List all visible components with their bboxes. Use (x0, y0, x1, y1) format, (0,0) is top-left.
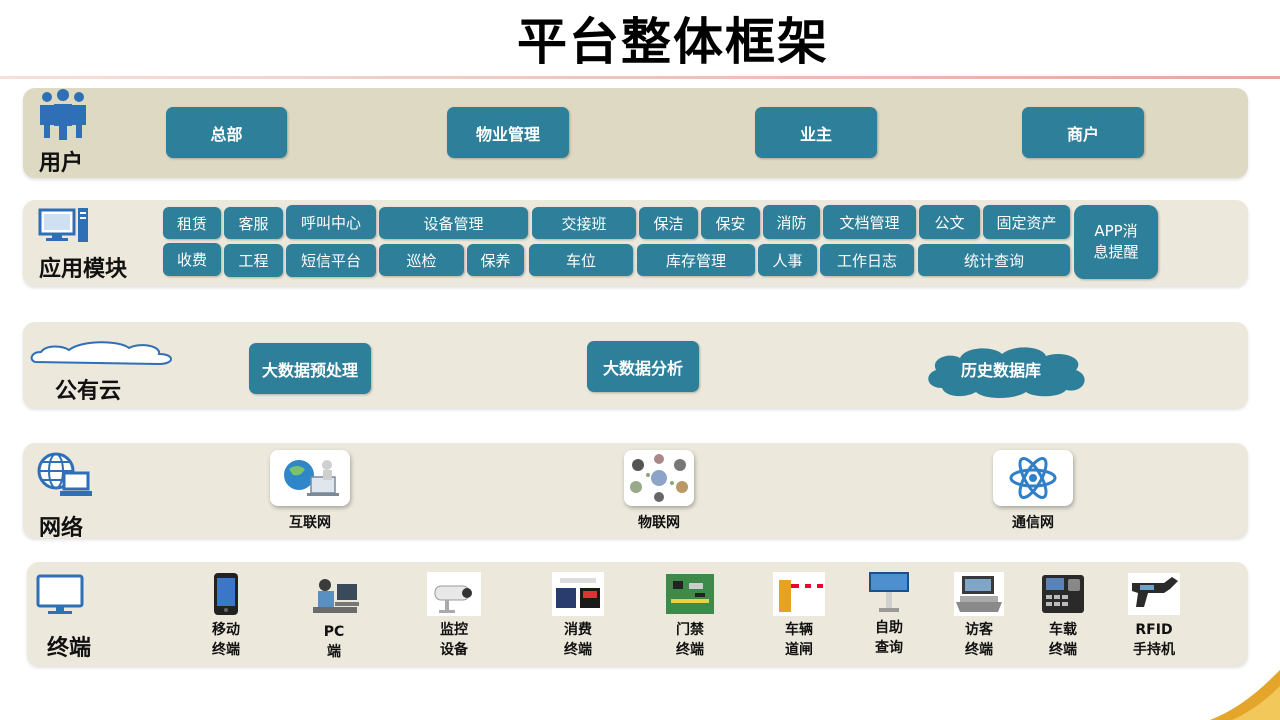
pc-user-icon (294, 574, 374, 618)
module-sms-platform[interactable]: 短信平台 (286, 244, 376, 277)
module-inventory-mgmt[interactable]: 库存管理 (637, 244, 755, 276)
module-inspection[interactable]: 巡检 (379, 244, 464, 276)
title-divider (0, 76, 1280, 79)
terminal-vehicle-gate[interactable]: 车辆 道闸 (759, 572, 839, 660)
terminal-visitor[interactable]: 访客 终端 (939, 572, 1019, 660)
module-work-log[interactable]: 工作日志 (820, 244, 914, 276)
internet-icon (270, 450, 350, 506)
module-maintenance[interactable]: 保养 (467, 244, 524, 276)
module-fire-safety[interactable]: 消防 (763, 205, 820, 239)
atom-icon (993, 450, 1073, 506)
network-internet[interactable]: 互联网 (265, 450, 355, 532)
page-title: 平台整体框架 (517, 13, 829, 71)
user-merchant-button[interactable]: 商户 (1022, 107, 1144, 158)
big-data-analysis[interactable]: 大数据分析 (587, 341, 699, 392)
terminal-vehicle-mounted[interactable]: 车载 终端 (1023, 572, 1103, 660)
history-database[interactable]: 历史数据库 (960, 361, 1041, 380)
module-security[interactable]: 保安 (701, 207, 760, 239)
users-label: 用户 (39, 151, 84, 176)
modules-label: 应用模块 (39, 257, 128, 282)
module-app-reminder[interactable]: APP消 息提醒 (1074, 205, 1158, 279)
module-customer-service[interactable]: 客服 (224, 207, 283, 239)
network-telecom[interactable]: 通信网 (988, 450, 1078, 532)
module-equipment-mgmt[interactable]: 设备管理 (379, 207, 528, 239)
terminal-rfid-handheld[interactable]: RFID 手持机 (1114, 572, 1194, 660)
cloud-label: 公有云 (55, 379, 122, 404)
module-call-center[interactable]: 呼叫中心 (286, 205, 376, 239)
monitor-icon (36, 574, 84, 614)
module-shift-handover[interactable]: 交接班 (532, 207, 636, 239)
rfid-scanner-icon (1114, 572, 1194, 616)
terminal-label: 终端 (47, 636, 92, 661)
terminal-surveillance[interactable]: 监控 设备 (414, 572, 494, 660)
history-db-cloud-shape (928, 347, 1085, 398)
big-data-preprocessing[interactable]: 大数据预处理 (249, 343, 371, 394)
module-official-docs[interactable]: 公文 (919, 205, 980, 239)
cloud-icon (30, 341, 172, 366)
module-parking[interactable]: 车位 (529, 244, 633, 276)
users-icon (40, 89, 86, 140)
visitor-machine-icon (939, 572, 1019, 616)
module-fixed-assets[interactable]: 固定资产 (983, 205, 1070, 239)
module-statistics-query[interactable]: 统计查询 (918, 244, 1070, 276)
terminal-access-control[interactable]: 门禁 终端 (650, 572, 730, 660)
module-engineering[interactable]: 工程 (224, 244, 283, 277)
user-property-mgmt-button[interactable]: 物业管理 (447, 107, 569, 158)
module-cleaning[interactable]: 保洁 (639, 207, 698, 239)
network-iot[interactable]: 物联网 (614, 450, 704, 532)
decorative-corner (1210, 670, 1280, 720)
network-label: 网络 (39, 516, 84, 541)
module-lease[interactable]: 租赁 (163, 207, 221, 239)
terminal-mobile[interactable]: 移动 终端 (186, 572, 266, 660)
module-billing[interactable]: 收费 (163, 243, 221, 276)
iot-icon (624, 450, 694, 506)
kiosk-icon (849, 570, 929, 614)
globe-network-icon (37, 452, 92, 496)
terminal-pc[interactable]: PC 端 (294, 574, 374, 662)
computer-icon (38, 208, 88, 242)
security-camera-icon (414, 572, 494, 616)
pos-terminal-icon (538, 572, 618, 616)
user-owner-button[interactable]: 业主 (755, 107, 877, 158)
user-hq-button[interactable]: 总部 (166, 107, 287, 158)
terminal-pos[interactable]: 消费 终端 (538, 572, 618, 660)
module-document-mgmt[interactable]: 文档管理 (823, 205, 916, 239)
fingerprint-terminal-icon (1023, 572, 1103, 616)
barrier-gate-icon (759, 572, 839, 616)
access-control-board-icon (650, 572, 730, 616)
module-hr[interactable]: 人事 (758, 244, 817, 276)
mobile-phone-icon (186, 572, 266, 616)
terminal-self-service[interactable]: 自助 查询 (849, 570, 929, 658)
